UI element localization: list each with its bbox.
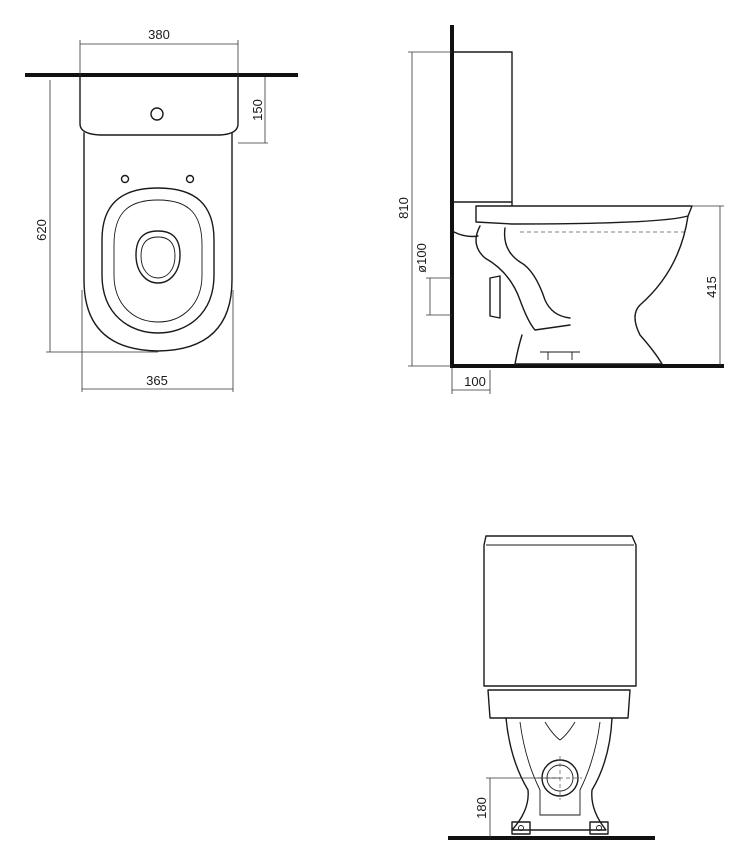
- rear-view: 180: [448, 535, 655, 840]
- dim-seat-height: 415: [704, 276, 719, 298]
- toilet-seat: [101, 187, 215, 334]
- dim-width-bottom: 365: [146, 373, 168, 388]
- side-view-bowl: [514, 215, 689, 365]
- rear-view-pedestal: [505, 717, 613, 831]
- bowl-opening: [135, 230, 181, 284]
- dim-tank-depth: 150: [250, 99, 265, 121]
- side-view-trap: [475, 225, 571, 331]
- dim-pipe-diameter: ø100: [414, 243, 429, 273]
- rear-view-seat-band: [487, 689, 631, 719]
- rear-view-tank: [483, 535, 637, 687]
- side-view-outlet: [489, 275, 501, 319]
- hinge-hole-left: [120, 174, 130, 184]
- top-view-tank: [79, 76, 239, 136]
- seat-inner: [113, 199, 203, 323]
- dim-overall-length: 620: [34, 219, 49, 241]
- bowl-opening-inner: [140, 236, 176, 279]
- hinge-hole-right: [185, 174, 195, 184]
- top-view-bowl-outline: [83, 132, 233, 352]
- dim-wall-offset: 100: [464, 374, 486, 389]
- side-view: 810 ø100 415 100: [396, 25, 724, 394]
- side-view-tank: [453, 51, 513, 207]
- dim-total-height: 810: [396, 197, 411, 219]
- dim-width-top: 380: [148, 27, 170, 42]
- top-view: 380 150 620 365: [25, 27, 298, 392]
- dim-outlet-height: 180: [474, 797, 489, 819]
- side-view-seat: [475, 205, 693, 225]
- flush-button: [150, 107, 164, 121]
